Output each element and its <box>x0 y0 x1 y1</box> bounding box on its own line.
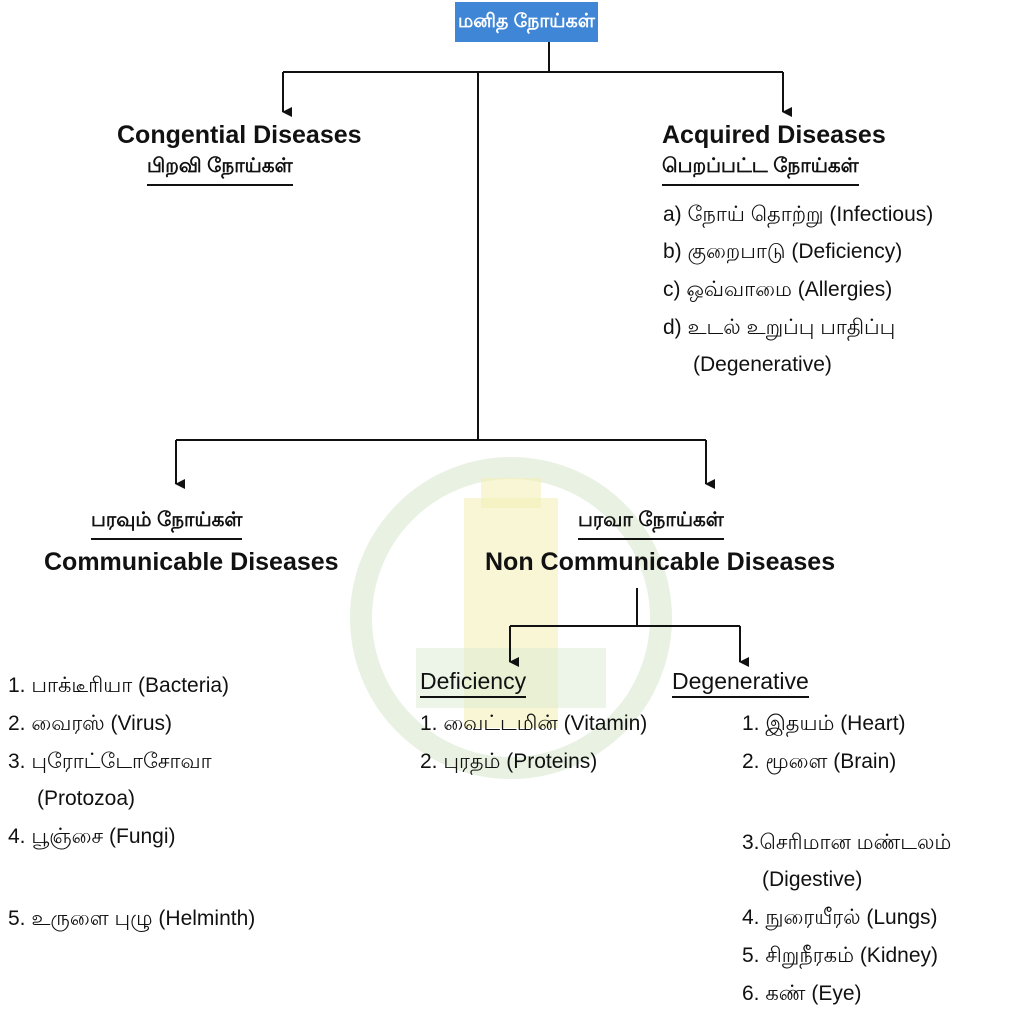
deficiency-label: Deficiency <box>420 668 527 698</box>
communicable-item-virus: 2. வைரஸ் (Virus) <box>8 712 173 735</box>
degenerative-item-kidney: 5. சிறுநீரகம் (Kidney) <box>742 944 939 967</box>
degenerative-item-heart: 1. இதயம் (Heart) <box>742 712 906 735</box>
degenerative-item-digestive: 3.செரிமான மண்டலம் <box>742 831 952 854</box>
acquired-title-ta: பெறப்பட்ட நோய்கள் <box>662 155 859 186</box>
degenerative-item-eye: 6. கண் (Eye) <box>742 982 862 1005</box>
communicable-item-fungi: 4. பூஞ்சை (Fungi) <box>8 825 176 848</box>
degenerative-label: Degenerative <box>672 668 809 698</box>
acquired-item-infectious: a) நோய் தொற்று (Infectious) <box>663 203 934 226</box>
acquired-item-degenerative: d) உடல் உறுப்பு பாதிப்பு <box>663 316 896 339</box>
acquired-item-deficiency: b) குறைபாடு (Deficiency) <box>663 240 903 263</box>
degenerative-item-brain: 2. மூளை (Brain) <box>742 750 897 773</box>
communicable-title-ta: பரவும் நோய்கள் <box>91 509 243 540</box>
root-node-human-diseases: மனித நோய்கள் <box>455 2 598 42</box>
acquired-title-en: Acquired Diseases <box>662 121 886 149</box>
degenerative-item-lungs: 4. நுரையீரல் (Lungs) <box>742 906 938 929</box>
acquired-item-degenerative-en: (Degenerative) <box>693 353 832 376</box>
acquired-item-allergies: c) ஒவ்வாமை (Allergies) <box>663 278 893 301</box>
deficiency-item-vitamin: 1. வைட்டமின் (Vitamin) <box>420 712 648 735</box>
communicable-item-protozoa: 3. புரோட்டோசோவா <box>8 750 212 773</box>
degenerative-item-digestive-en: (Digestive) <box>762 868 863 891</box>
congenital-title-ta: பிறவி நோய்கள் <box>147 155 293 186</box>
non-communicable-title-en: Non Communicable Diseases <box>485 548 836 576</box>
communicable-item-bacteria: 1. பாக்டீரியா (Bacteria) <box>8 674 230 697</box>
deficiency-item-proteins: 2. புரதம் (Proteins) <box>420 750 598 773</box>
emblem-watermark <box>350 457 672 779</box>
non-communicable-title-ta: பரவா நோய்கள் <box>578 509 724 540</box>
communicable-item-helminth: 5. உருளை புழு (Helminth) <box>8 907 256 930</box>
congenital-title-en: Congential Diseases <box>117 121 362 149</box>
communicable-item-protozoa-en: (Protozoa) <box>37 787 136 810</box>
communicable-title-en: Communicable Diseases <box>44 548 339 576</box>
